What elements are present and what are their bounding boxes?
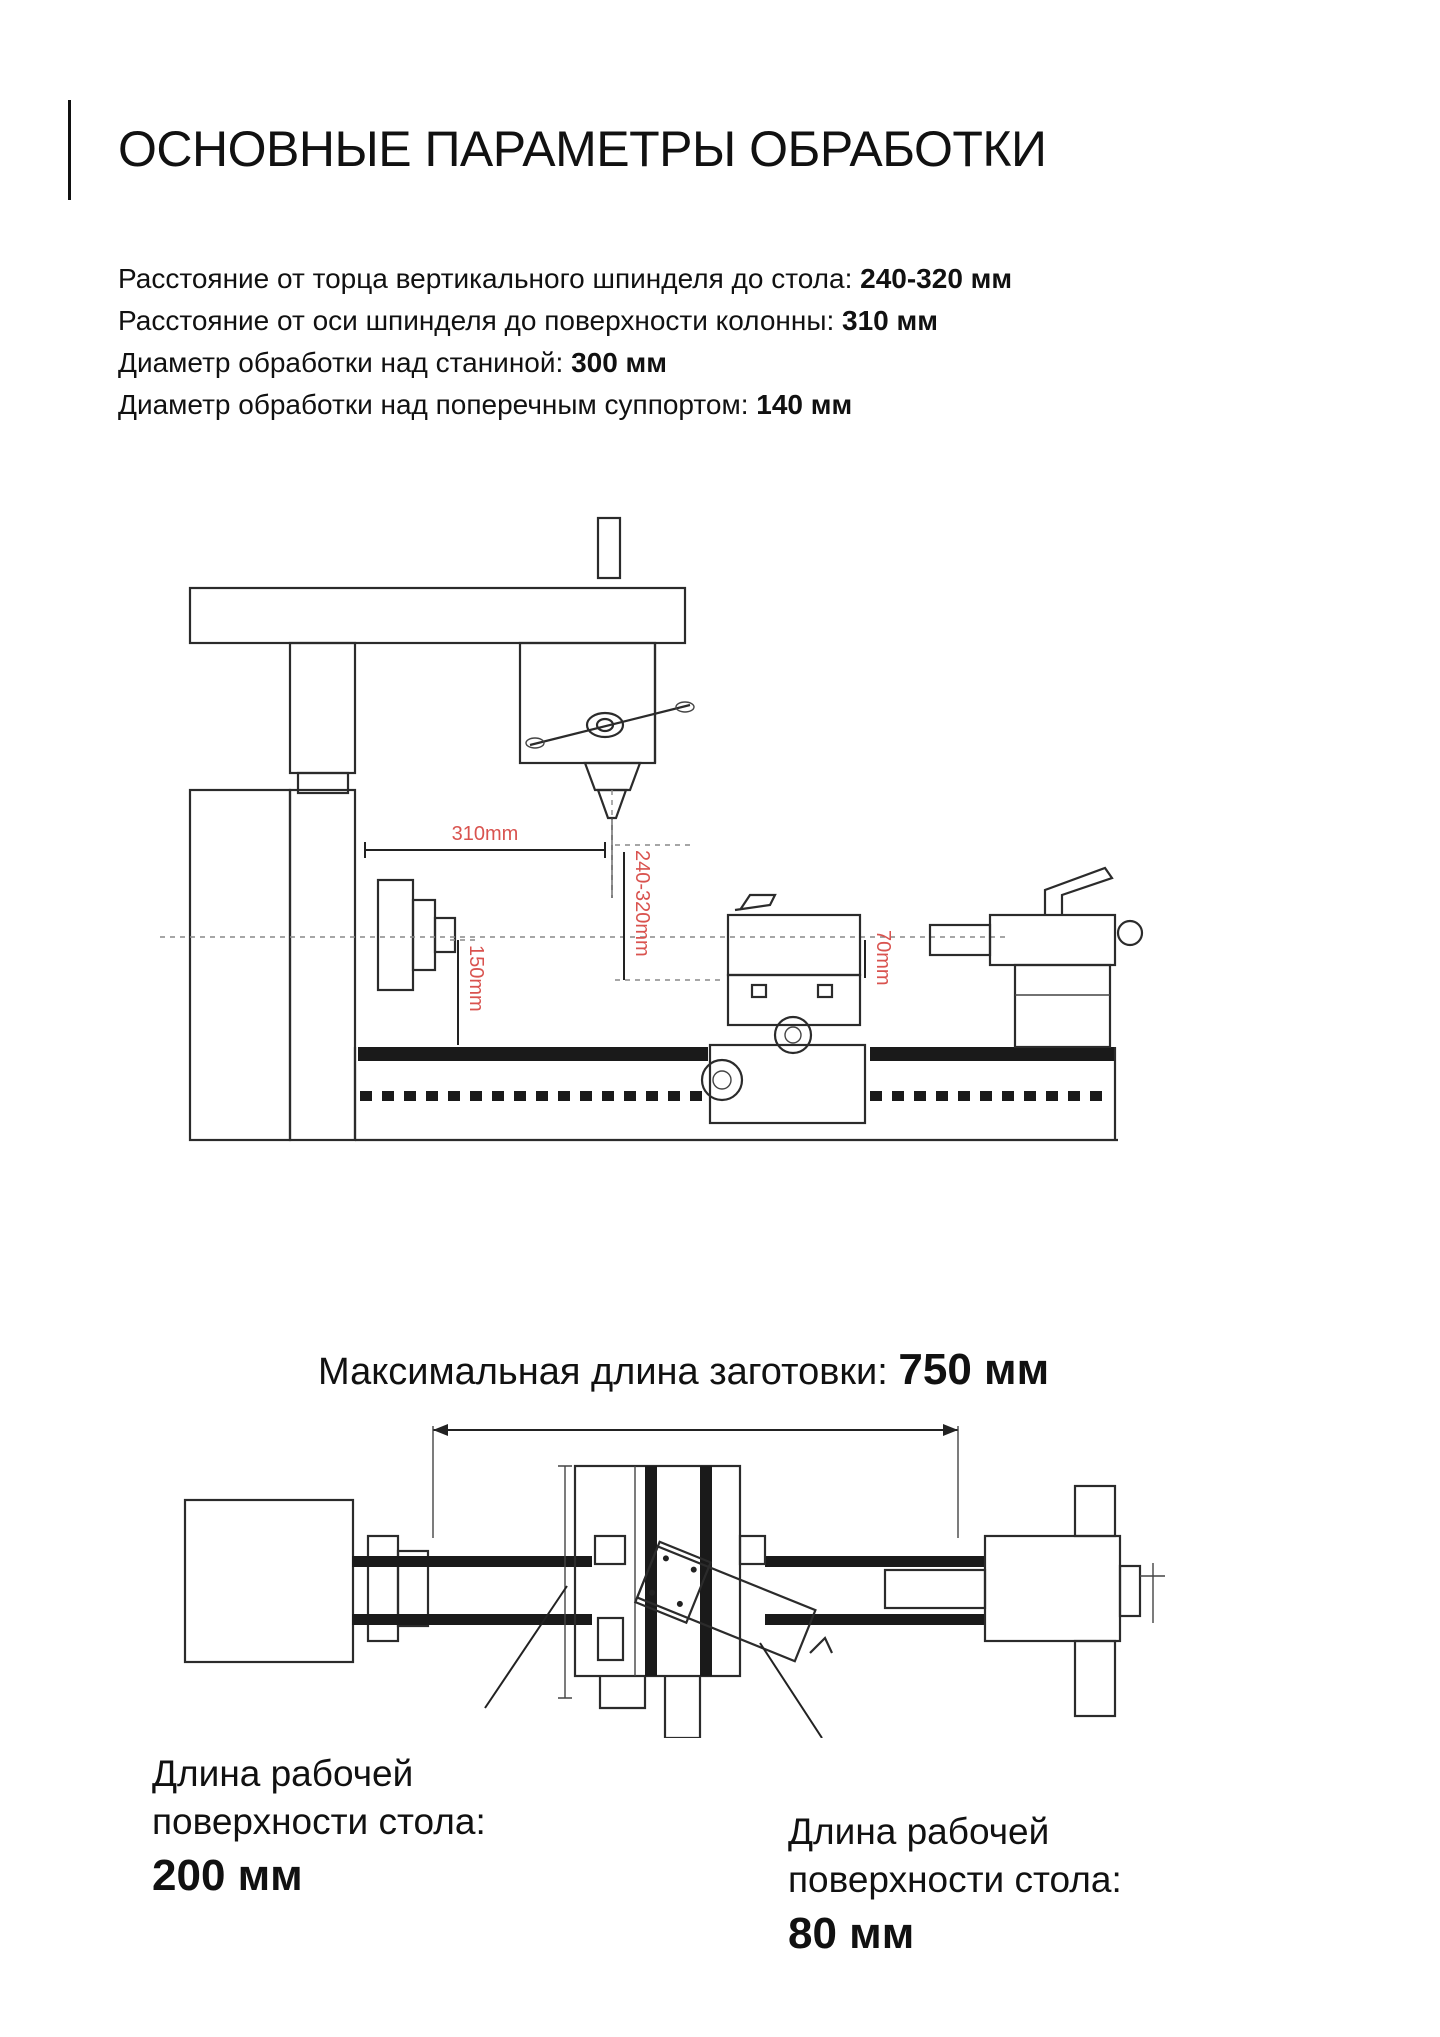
tailstock-handwheel [1116,919,1144,947]
tailstock-base [1013,963,1112,1049]
max-length-value: 750 мм [898,1345,1050,1394]
param-row: Диаметр обработки над станиной: 300 мм [118,342,1012,384]
tool-post [734,893,777,912]
compound-rest [633,1540,817,1663]
right-label-pointer [759,1642,823,1738]
max-length-caption: Максимальная длина заготовки: 750 мм [318,1345,1049,1395]
param-row: Расстояние от торца вертикального шпинде… [118,258,1012,300]
table-width-bracket [558,1465,572,1699]
param-value: 140 мм [756,389,853,420]
top-bed-way-lower [352,1614,592,1625]
right-label-value: 80 мм [788,1909,915,1958]
param-label: Диаметр обработки над станиной: [118,347,564,378]
title-accent-bar [68,100,71,200]
dim-label-310: 310mm [452,823,519,845]
headstock-housing [188,788,292,1142]
tailstock-lock-lever [1043,866,1114,915]
t-slot-1 [645,1466,657,1676]
headstock-inner [288,788,357,1142]
lathe-side-view-diagram: 310mm 240-320mm 150mm 70mm [160,516,1144,1142]
left-label-line2: поверхности стола: [152,1801,486,1842]
param-value: 300 мм [571,347,667,378]
dim-label-240-320: 240-320mm [631,850,653,957]
param-label: Расстояние от оси шпинделя до поверхност… [118,305,835,336]
carriage-handwheel [700,1058,744,1102]
chuck-flange [366,1534,400,1643]
apron [708,1043,867,1125]
saddle [726,973,862,1027]
param-value: 310 мм [842,305,938,336]
page-title: ОСНОВНЫЕ ПАРАМЕТРЫ ОБРАБОТКИ [118,121,1047,177]
lever-hub [585,711,625,739]
param-label: Расстояние от торца вертикального шпинде… [118,263,853,294]
dim-label-70: 70mm [872,930,894,986]
param-row: Диаметр обработки над поперечным суппорт… [118,384,1012,426]
param-value: 240-320 мм [860,263,1013,294]
cross-slide-table [573,1464,742,1678]
tailstock-quill [928,923,992,957]
parameters-list: Расстояние от торца вертикального шпинде… [118,258,1012,426]
top-tailstock-quill [883,1568,987,1610]
param-label: Диаметр обработки над поперечным суппорт… [118,389,749,420]
right-label-line2: поверхности стола: [788,1859,1122,1900]
max-length-label: Максимальная длина заготовки: [318,1351,888,1393]
lathe-top-view-diagram [183,1424,1165,1738]
top-bed-way-upper [352,1556,592,1567]
motor-housing [183,1498,355,1664]
spindle-nose [583,761,642,792]
left-label-value: 200 мм [152,1851,303,1900]
head-top-plate [188,586,687,645]
apron-wheel [773,1015,813,1055]
dim-label-150: 150mm [465,945,487,1012]
milling-head [518,641,657,765]
top-tailstock-body [983,1534,1122,1643]
feed-lever [529,703,691,747]
drill-chuck [596,788,628,820]
right-table-length-label: Длина рабочей поверхности стола: 80 мм [788,1808,1122,1964]
right-label-line1: Длина рабочей [788,1811,1050,1852]
column [288,641,357,775]
column-collar [296,771,350,795]
cross-slide [726,913,862,977]
column-top-post [596,516,622,580]
left-label-pointer [484,1585,568,1709]
t-slot-2 [700,1466,712,1676]
bed-way-left [358,1047,708,1061]
bed-way-right [870,1047,1115,1061]
tailstock-body [988,913,1117,967]
cross-feed-handle [598,1676,647,1710]
param-row: Расстояние от оси шпинделя до поверхност… [118,300,1012,342]
lathe-chuck [376,878,415,992]
left-table-length-label: Длина рабочей поверхности стола: 200 мм [152,1750,486,1906]
left-label-line1: Длина рабочей [152,1753,414,1794]
